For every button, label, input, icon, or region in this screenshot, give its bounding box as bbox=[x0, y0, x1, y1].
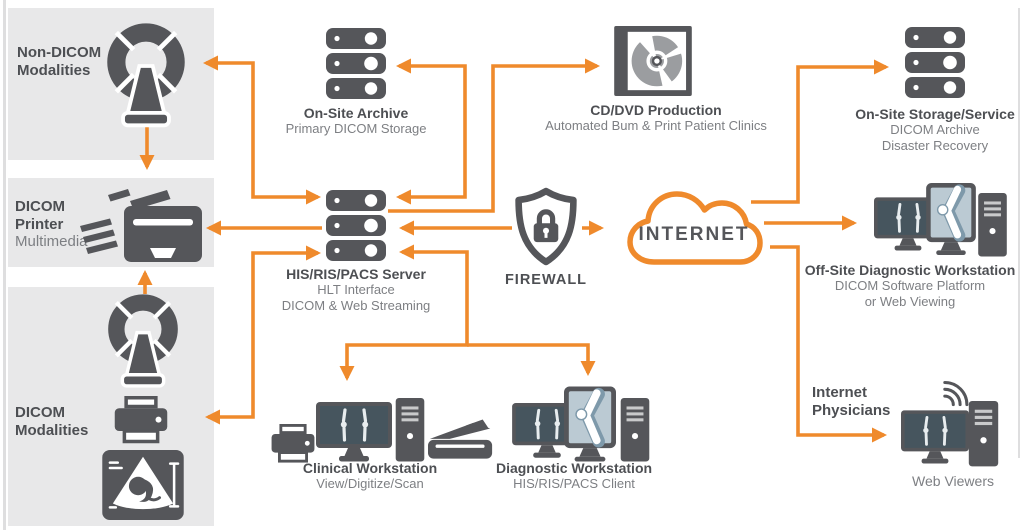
non-dicom-modalities-label: Non-DICOM Modalities bbox=[17, 44, 101, 79]
dicom-printer-line1: DICOM bbox=[15, 198, 65, 215]
internet-label: INTERNET bbox=[639, 224, 750, 245]
computer-tower-icon bbox=[620, 398, 650, 464]
xray-monitor-icon bbox=[316, 402, 392, 464]
connector-archive-server bbox=[395, 58, 467, 205]
computer-tower-icon bbox=[978, 193, 1007, 259]
dicom-printer-label: DICOM Printer Multimedia bbox=[15, 198, 88, 251]
non-dicom-line2: Modalities bbox=[17, 61, 91, 79]
onsite-storage-sub2: Disaster Recovery bbox=[881, 137, 989, 153]
server-stack-icon bbox=[326, 28, 386, 100]
ct-probe-icon bbox=[98, 22, 194, 132]
internet-physicians-line2: Physicians bbox=[812, 401, 891, 419]
onsite-storage-label: On-Site Storage/Service DICOM Archive Di… bbox=[840, 106, 1024, 153]
connector-server-cddvd bbox=[388, 58, 601, 213]
xray-monitor-icon bbox=[901, 410, 969, 466]
computer-tower-icon bbox=[968, 401, 999, 469]
cd-dvd-sub: Automated Bum & Print Patient Clinics bbox=[545, 118, 767, 133]
onsite-storage-sub1: DICOM Archive bbox=[890, 122, 980, 137]
onsite-storage-title: On-Site Storage/Service bbox=[855, 106, 1015, 122]
his-server-title: HIS/RIS/PACS Server bbox=[286, 266, 426, 282]
onsite-archive-label: On-Site Archive Primary DICOM Storage bbox=[256, 105, 456, 137]
onsite-archive-sub: Primary DICOM Storage bbox=[285, 121, 427, 136]
his-ris-pacs-server-label: HIS/RIS/PACS Server HLT Interface DICOM … bbox=[256, 266, 456, 313]
clinical-ws-sub: View/Digitize/Scan bbox=[316, 476, 424, 491]
firewall-shield-icon bbox=[512, 186, 580, 268]
dicom-modalities-line1: DICOM bbox=[15, 404, 65, 421]
diagnostic-ws-sub: HIS/RIS/PACS Client bbox=[513, 476, 635, 491]
non-dicom-line1: Non-DICOM bbox=[17, 44, 102, 61]
scanner-icon bbox=[428, 414, 494, 460]
server-stack-icon bbox=[326, 190, 386, 262]
printer-icon bbox=[113, 396, 169, 445]
connector-internet-webviewers bbox=[770, 245, 888, 443]
internet-physicians-label: Internet Physicians bbox=[812, 384, 890, 419]
multifunction-printer-icon bbox=[78, 186, 204, 264]
cd-dvd-label: CD/DVD Production Automated Bum & Print … bbox=[538, 102, 774, 134]
onsite-archive-title: On-Site Archive bbox=[303, 105, 409, 121]
dicom-modalities-line2: Modalities bbox=[15, 421, 89, 439]
offsite-ws-title: Off-Site Diagnostic Workstation bbox=[804, 262, 1016, 278]
offsite-ws-sub1: DICOM Software Platform bbox=[834, 278, 986, 293]
cd-dvd-icon bbox=[613, 26, 693, 96]
knee-xray-monitor-icon bbox=[926, 183, 976, 255]
web-viewers-label: Web Viewers bbox=[912, 473, 994, 489]
connector-internet-storage bbox=[751, 59, 890, 204]
panel-non-dicom-modalities bbox=[8, 8, 214, 160]
ct-probe-icon bbox=[100, 293, 186, 392]
clinical-ws-title: Clinical Workstation bbox=[302, 460, 438, 476]
left-edge-strip bbox=[3, 0, 6, 530]
diagnostic-ws-label: Diagnostic Workstation HIS/RIS/PACS Clie… bbox=[474, 460, 674, 492]
wifi-icon bbox=[938, 374, 972, 408]
fetal-ultrasound-icon bbox=[102, 450, 184, 520]
firewall-label: FIREWALL bbox=[504, 272, 588, 288]
offsite-ws-label: Off-Site Diagnostic Workstation DICOM So… bbox=[800, 262, 1020, 309]
internet-cloud-icon: INTERNET bbox=[627, 191, 763, 265]
connector-nondicom-server bbox=[202, 55, 322, 205]
cd-dvd-title: CD/DVD Production bbox=[590, 102, 722, 118]
connector-dicommodalities-server bbox=[204, 245, 322, 425]
offsite-ws-sub2: or Web Viewing bbox=[864, 293, 956, 309]
diagnostic-ws-title: Diagnostic Workstation bbox=[495, 460, 653, 476]
connector-server-diagnostic bbox=[467, 343, 596, 377]
knee-xray-monitor-icon bbox=[564, 386, 616, 462]
dicom-printer-sub: Multimedia bbox=[15, 233, 88, 250]
his-server-sub2: DICOM & Web Streaming bbox=[281, 297, 431, 313]
internet-physicians-line1: Internet bbox=[812, 384, 868, 401]
dicom-printer-line2: Printer bbox=[15, 215, 64, 233]
printer-icon bbox=[270, 424, 316, 464]
server-stack-icon bbox=[905, 27, 965, 99]
his-server-sub1: HLT Interface bbox=[317, 282, 395, 297]
dicom-modalities-label: DICOM Modalities bbox=[15, 404, 88, 439]
right-edge-strip bbox=[1018, 8, 1020, 458]
computer-tower-icon bbox=[395, 398, 425, 464]
clinical-ws-label: Clinical Workstation View/Digitize/Scan bbox=[270, 460, 470, 492]
